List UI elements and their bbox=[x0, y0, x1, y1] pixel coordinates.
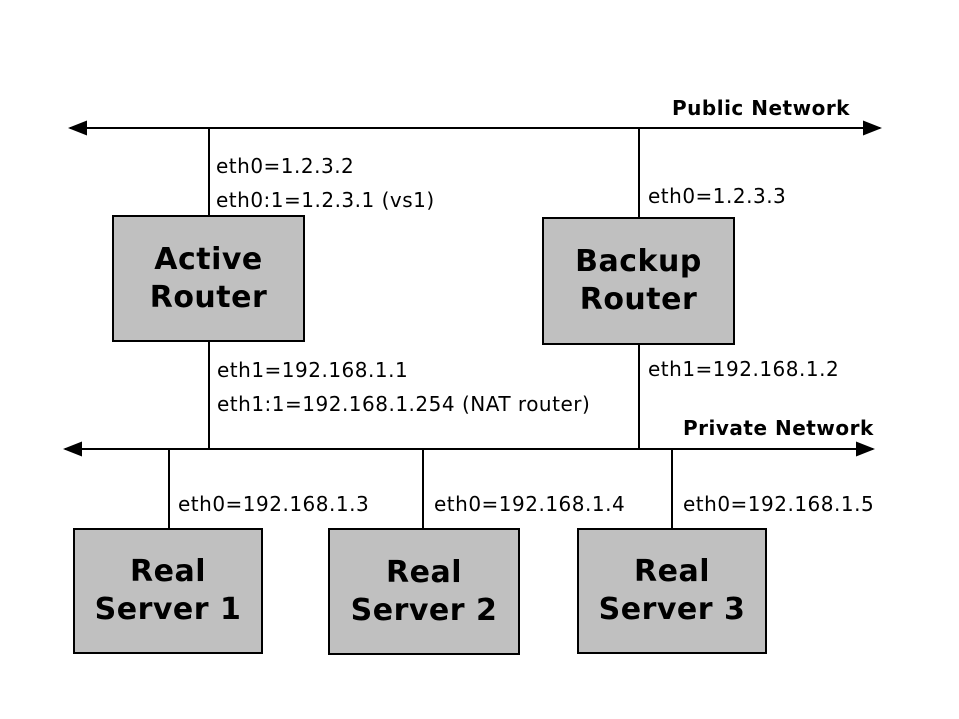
public-left-arrowhead-icon bbox=[68, 120, 87, 136]
real-server-2-title-line1: Real bbox=[386, 554, 462, 590]
public-right-arrowhead-icon bbox=[863, 120, 882, 136]
active-router-title-line2: Router bbox=[149, 279, 268, 315]
backup-router-title-line1: Backup bbox=[575, 244, 702, 279]
private-network-label: Private Network bbox=[683, 416, 874, 440]
server2-eth0-label: eth0=192.168.1.4 bbox=[434, 492, 626, 516]
active-router-eth1-label: eth1=192.168.1.1 bbox=[217, 358, 409, 382]
backup-router-eth1-label: eth1=192.168.1.2 bbox=[648, 357, 840, 381]
active-router-eth0-alias-label: eth0:1=1.2.3.1 (vs1) bbox=[216, 188, 435, 212]
active-router-title-line1: Active bbox=[154, 241, 263, 277]
active-router-eth1-alias-label: eth1:1=192.168.1.254 (NAT router) bbox=[217, 392, 591, 416]
node-real-server-2: Real Server 2 bbox=[328, 528, 520, 655]
server3-eth0-label: eth0=192.168.1.5 bbox=[683, 492, 875, 516]
node-backup-router: Backup Router bbox=[542, 217, 735, 345]
backup-router-eth0-label: eth0=1.2.3.3 bbox=[648, 184, 787, 208]
public-network-label: Public Network bbox=[672, 96, 850, 120]
real-server-1-title-line2: Server 1 bbox=[94, 592, 242, 627]
node-real-server-3: Real Server 3 bbox=[577, 528, 767, 654]
backup-router-title-line2: Router bbox=[579, 282, 698, 317]
real-server-1-title-line1: Real bbox=[130, 554, 206, 589]
node-active-router: Active Router bbox=[112, 215, 305, 342]
node-real-server-1: Real Server 1 bbox=[73, 528, 263, 654]
private-left-arrowhead-icon bbox=[63, 441, 82, 457]
private-right-arrowhead-icon bbox=[856, 441, 875, 457]
server1-eth0-label: eth0=192.168.1.3 bbox=[178, 492, 370, 516]
real-server-3-title-line2: Server 3 bbox=[598, 592, 746, 627]
real-server-2-title-line2: Server 2 bbox=[350, 592, 498, 628]
real-server-3-title-line1: Real bbox=[634, 554, 710, 589]
active-router-eth0-label: eth0=1.2.3.2 bbox=[216, 154, 355, 178]
